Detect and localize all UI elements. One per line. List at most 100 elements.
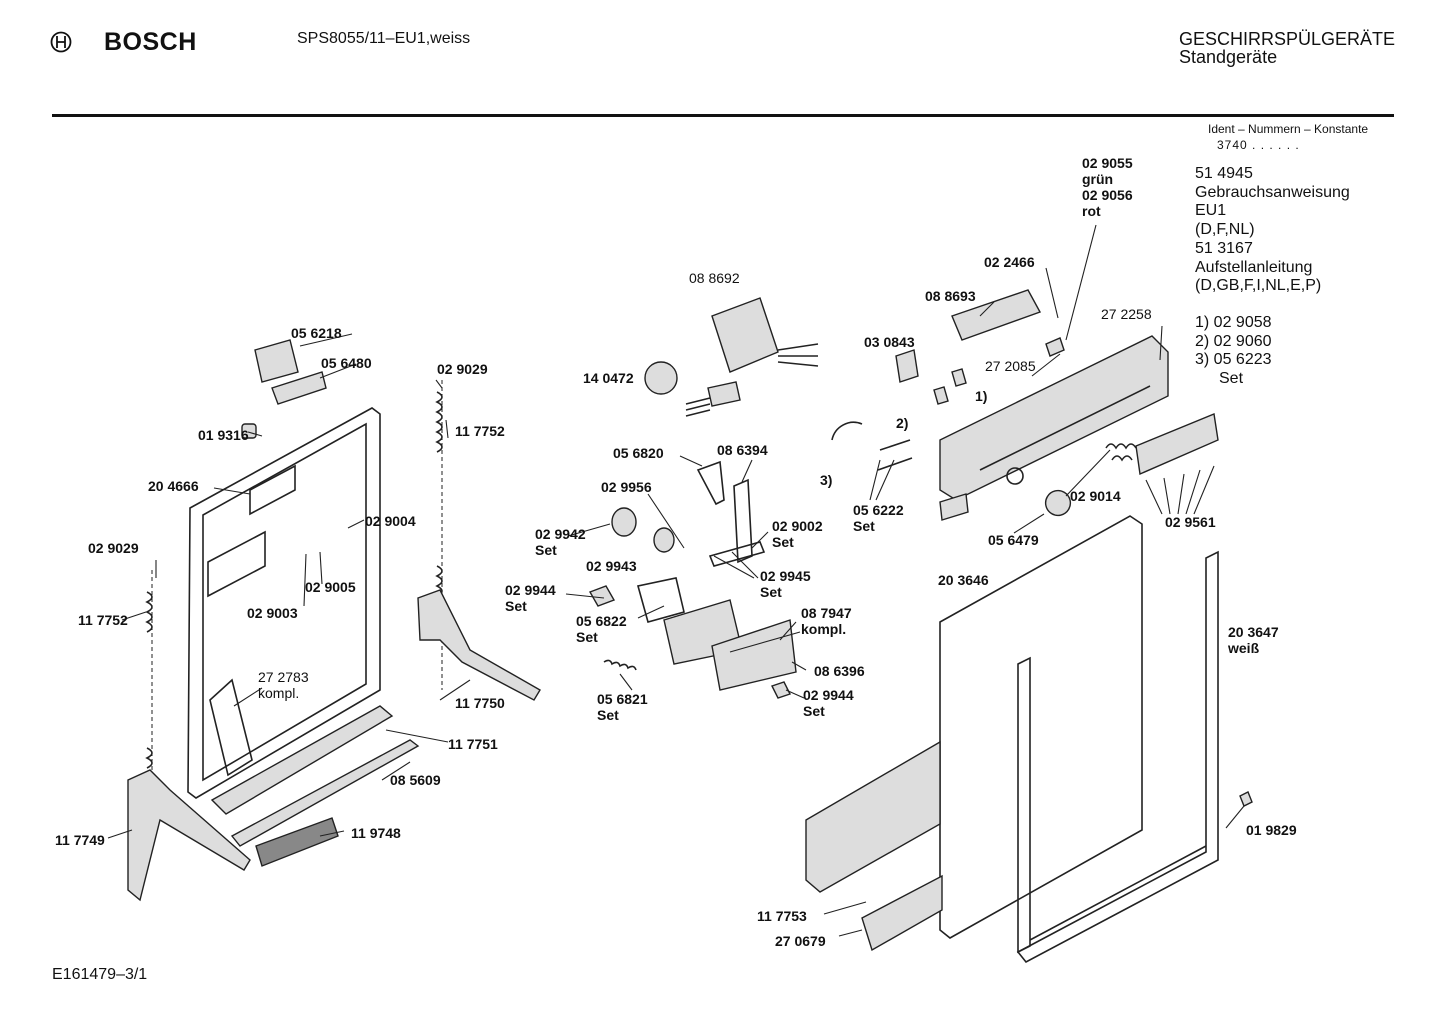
part-number: 20 3647	[1228, 624, 1279, 640]
part-variant: Set	[535, 542, 557, 558]
part-label-056479: 05 6479	[988, 532, 1039, 548]
part-label-087947: 08 7947 kompl.	[801, 605, 852, 637]
note-line: 51 3167	[1195, 239, 1253, 257]
part-label-086396: 08 6396	[814, 663, 865, 679]
part-label-029005: 02 9005	[305, 579, 356, 595]
part-label-029004: 02 9004	[365, 513, 416, 529]
part-label-117752-left: 11 7752	[78, 612, 128, 628]
part-number: 05 6821	[597, 691, 648, 707]
door-hinge-arms	[127, 589, 541, 902]
part-label-022466: 02 2466	[984, 254, 1035, 270]
door-latch	[241, 339, 327, 439]
part-label-030843: 03 0843	[864, 334, 915, 350]
part-variant: Set	[760, 584, 782, 600]
control-panel	[831, 289, 1219, 521]
outer-door-panels	[939, 515, 1219, 964]
inner-door-frame	[187, 407, 381, 799]
part-number: 02 9944	[505, 582, 556, 598]
model-number: SPS8055/11–EU1,weiss	[297, 30, 471, 47]
part-label-085609: 08 5609	[390, 772, 441, 788]
part-number: 08 7947	[801, 605, 852, 621]
part-label-029003: 02 9003	[247, 605, 298, 621]
category-line-1: GESCHIRRSPÜLGERÄTE	[1179, 29, 1396, 49]
part-label-029561: 02 9561	[1165, 514, 1216, 530]
part-label-029944-right: 02 9944 Set	[803, 687, 854, 719]
detergent-dispenser	[588, 460, 797, 699]
part-label-117753: 11 7753	[757, 908, 807, 924]
brand-name: BOSCH	[104, 28, 197, 56]
part-number: 02 9944	[803, 687, 854, 703]
footnote-1: 1) 02 9058	[1195, 314, 1272, 331]
footnote-3-set: Set	[1219, 370, 1244, 388]
part-label-019829: 01 9829	[1246, 822, 1297, 838]
footnotes: 1) 02 9058 2) 02 9060 3) 05 6223 Set	[1195, 314, 1272, 389]
part-variant: kompl.	[801, 621, 847, 637]
ident-value: 3740 . . . . . .	[1217, 138, 1300, 152]
part-variant: Set	[772, 534, 794, 550]
part-number: 02 9055	[1082, 155, 1133, 171]
part-label-272258: 27 2258	[1101, 306, 1152, 322]
part-label-117751: 11 7751	[448, 736, 498, 752]
part-number: 02 9942	[535, 526, 586, 542]
footnote-3: 3) 05 6223	[1195, 351, 1272, 369]
note-line: 51 4945	[1195, 165, 1253, 182]
category-line-2: Standgeräte	[1179, 47, 1278, 67]
part-variant: Set	[576, 629, 598, 645]
part-label-140472: 14 0472	[583, 370, 634, 386]
part-label-019316: 01 9316	[198, 427, 249, 443]
footnote-2: 2) 02 9060	[1195, 332, 1272, 350]
leader-lines	[107, 224, 1245, 937]
footnote-marker-1: 1)	[975, 388, 988, 404]
part-label-119748: 11 9748	[351, 825, 401, 841]
note-line: Aufstellanleitung	[1195, 258, 1313, 276]
part-label-029943: 02 9943	[586, 558, 637, 574]
part-variant: weiß	[1228, 640, 1260, 656]
part-label-117750: 11 7750	[455, 695, 505, 711]
part-label-203647: 20 3647 weiß	[1228, 624, 1279, 656]
note-line: EU1	[1195, 202, 1227, 220]
part-label-088693: 08 8693	[925, 288, 976, 304]
part-label-117749: 11 7749	[55, 832, 105, 848]
part-variant: Set	[853, 518, 875, 534]
part-label-056222: 05 6222 Set	[853, 502, 904, 534]
part-variant: Set	[597, 707, 619, 723]
part-variant: kompl.	[258, 685, 300, 701]
part-label-056821: 05 6821 Set	[597, 691, 648, 723]
part-label-272085: 27 2085	[985, 358, 1036, 374]
part-variant: Set	[505, 598, 527, 614]
part-label-029945: 02 9945 Set	[760, 568, 811, 600]
part-label-056820: 05 6820	[613, 445, 664, 461]
part-label-117752-top: 11 7752	[455, 423, 505, 439]
ident-label: Ident – Nummern – Konstante	[1208, 122, 1369, 136]
footnote-marker-3: 3)	[820, 472, 833, 488]
program-switch	[644, 297, 819, 417]
part-label-029055: 02 9055 grün 02 9056 rot	[1082, 155, 1133, 219]
kick-plate	[805, 740, 1253, 952]
part-variant: rot	[1082, 203, 1101, 219]
part-variant: grün	[1082, 171, 1114, 187]
note-line: Gebrauchsanweisung	[1195, 183, 1350, 201]
part-label-203646: 20 3646	[938, 572, 989, 588]
part-number: 27 2783	[258, 669, 309, 685]
part-label-029944-left: 02 9944 Set	[505, 582, 556, 614]
part-label-056218: 05 6218	[291, 325, 342, 341]
part-label-056480: 05 6480	[321, 355, 372, 371]
part-number: 02 9945	[760, 568, 811, 584]
hinge-springs	[145, 380, 443, 800]
part-label-056822: 05 6822 Set	[576, 613, 627, 645]
note-line: (D,GB,F,I,NL,E,P)	[1195, 277, 1322, 295]
document-notes: 51 4945 Gebrauchsanweisung EU1 (D,F,NL) …	[1195, 165, 1350, 296]
appliance-category: GESCHIRRSPÜLGERÄTE Standgeräte	[1179, 30, 1395, 66]
part-label-029029-left: 02 9029	[88, 540, 139, 556]
part-label-029002: 02 9002 Set	[772, 518, 823, 550]
part-number: 05 6222	[853, 502, 904, 518]
note-line: (D,F,NL)	[1195, 221, 1255, 239]
door-bottom-trim	[210, 705, 420, 867]
part-label-029942: 02 9942 Set	[535, 526, 586, 558]
part-number: 02 9002	[772, 518, 823, 534]
part-variant: Set	[803, 703, 825, 719]
part-number: 02 9056	[1082, 187, 1133, 203]
part-label-088692: 08 8692	[689, 270, 740, 286]
part-label-270679: 27 0679	[775, 933, 826, 949]
